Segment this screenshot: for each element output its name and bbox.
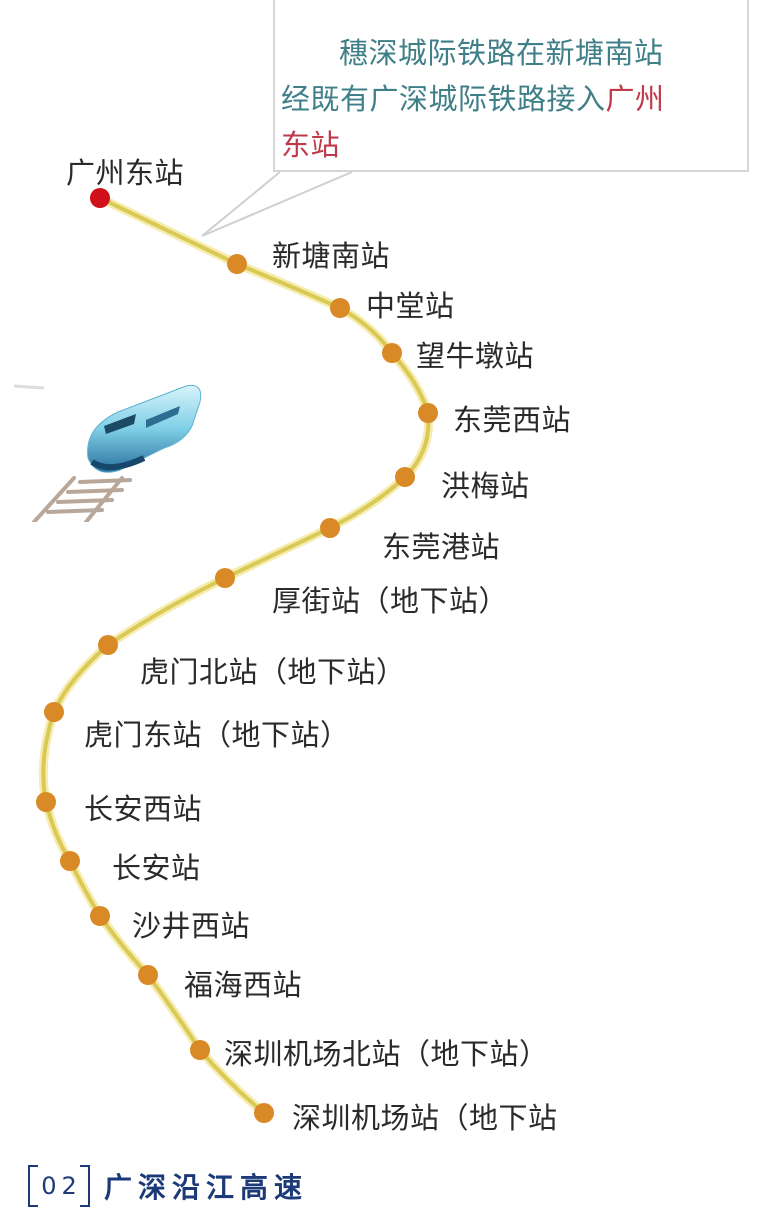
station-dot	[418, 403, 438, 423]
station-dot	[320, 518, 340, 538]
station-dot	[44, 702, 64, 722]
section-heading: 02 广深沿江高速	[28, 1163, 308, 1209]
station-label: 广州东站	[66, 156, 185, 190]
station-label: 厚街站（地下站）	[272, 584, 509, 618]
station-dot	[190, 1040, 210, 1060]
callout-pointer	[201, 171, 353, 237]
terminus-dot	[90, 188, 110, 208]
station-label: 中堂站	[366, 289, 455, 323]
station-label: 洪梅站	[441, 469, 530, 503]
station-dot	[98, 635, 118, 655]
station-dot	[254, 1103, 274, 1123]
station-dot	[215, 568, 235, 588]
station-dots	[36, 188, 438, 1123]
route-line-core	[41, 196, 431, 1115]
station-label: 深圳机场北站（地下站）	[224, 1037, 549, 1071]
station-dot	[90, 906, 110, 926]
station-label: 福海西站	[184, 968, 303, 1002]
section-number-bracket: 02	[28, 1165, 90, 1207]
station-label: 虎门东站（地下站）	[84, 718, 350, 752]
callout-line-3-highlight: 东站	[281, 128, 341, 162]
station-dot	[138, 965, 158, 985]
high-speed-train-icon	[14, 384, 202, 522]
station-label: 东莞港站	[382, 530, 501, 564]
station-label: 虎门北站（地下站）	[140, 655, 406, 689]
station-label: 东莞西站	[453, 403, 572, 437]
station-label: 新塘南站	[272, 239, 391, 273]
station-label: 深圳机场站（地下站	[292, 1101, 558, 1135]
callout-line-1: 穗深城际铁路在新塘南站	[339, 36, 664, 70]
station-label: 长安站	[112, 851, 201, 885]
station-label: 望牛墩站	[416, 339, 535, 373]
callout-box: 穗深城际铁路在新塘南站 经既有广深城际铁路接入广州 东站	[273, 0, 749, 172]
station-dot	[330, 298, 350, 318]
station-dot	[36, 792, 56, 812]
section-title: 广深沿江高速	[104, 1171, 309, 1204]
station-dot	[382, 343, 402, 363]
callout-line-2-highlight: 广州	[605, 82, 665, 116]
station-dot	[395, 467, 415, 487]
station-label: 沙井西站	[132, 909, 251, 943]
callout-text: 穗深城际铁路在新塘南站 经既有广深城际铁路接入广州 东站	[281, 30, 741, 168]
station-dot	[227, 254, 247, 274]
section-number: 02	[41, 1172, 82, 1200]
callout-line-2: 经既有广深城际铁路接入	[281, 82, 606, 116]
station-dot	[60, 851, 80, 871]
station-label: 长安西站	[84, 792, 203, 826]
